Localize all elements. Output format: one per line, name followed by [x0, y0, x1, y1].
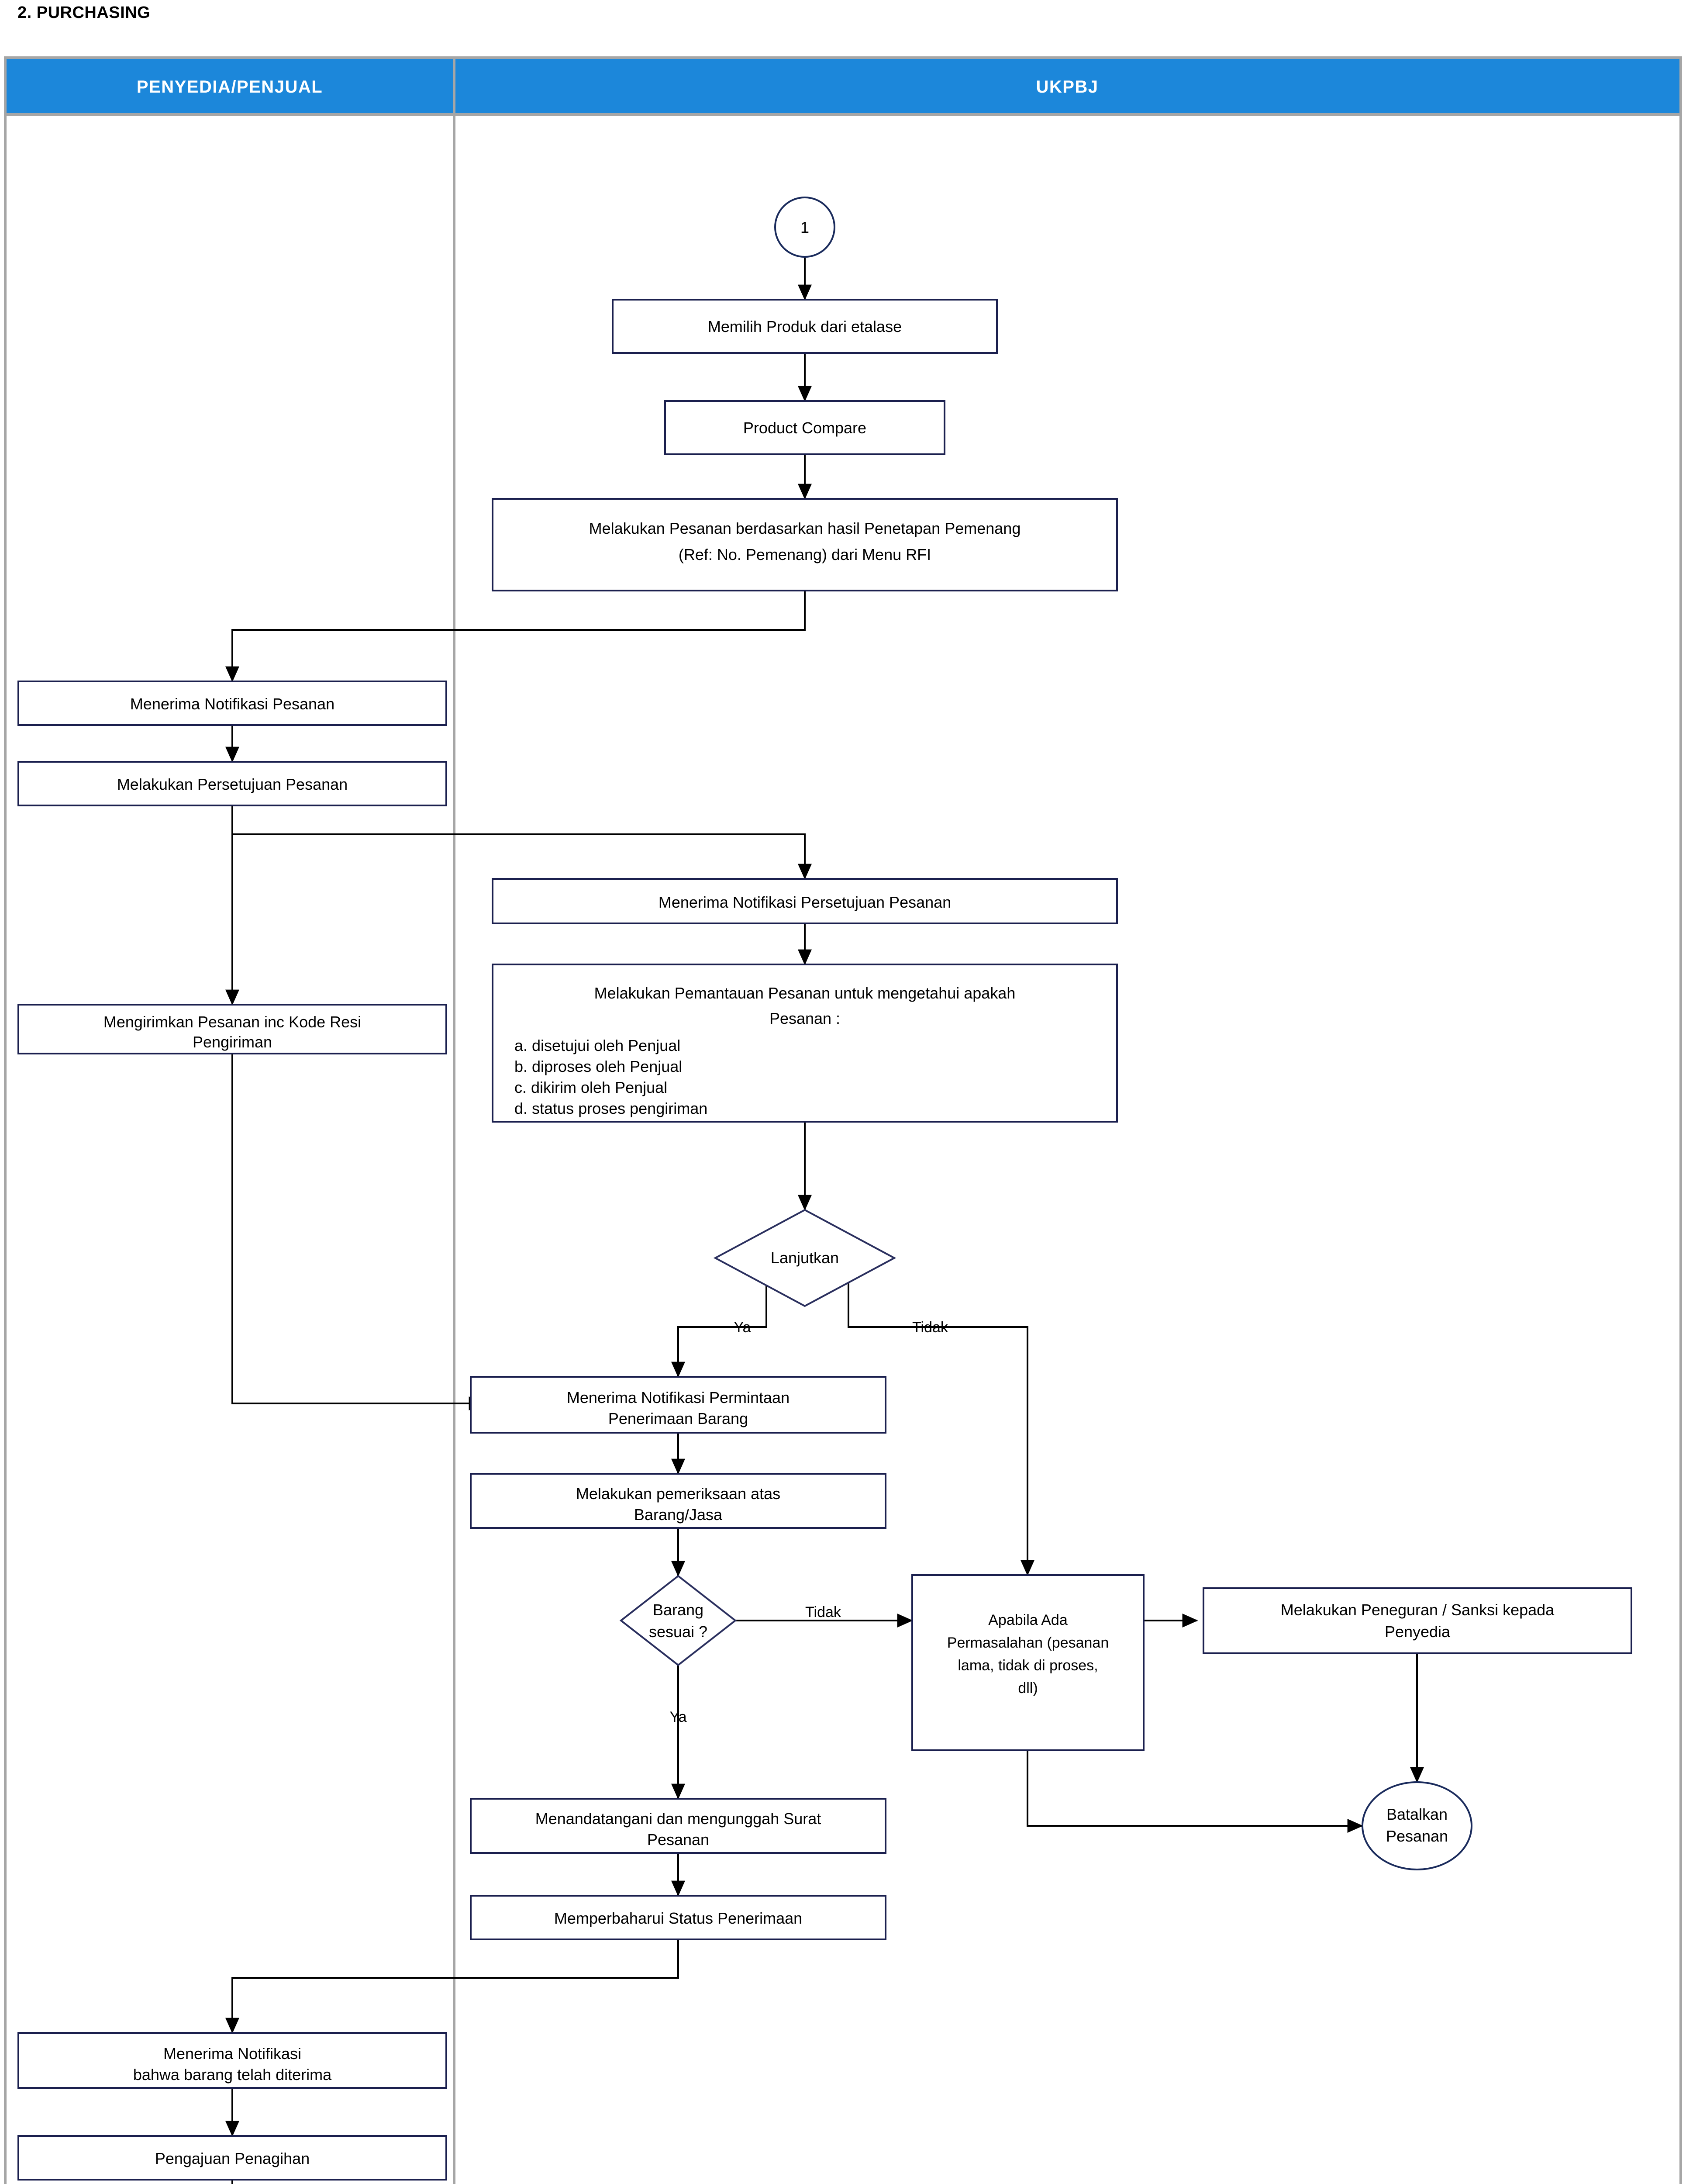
- melakukan-pesanan-box: [492, 498, 1118, 591]
- menerima-notif-pesanan-box: [17, 681, 447, 726]
- mengirimkan-pesanan-line2: Pengiriman: [193, 1033, 272, 1051]
- node-product-compare[interactable]: Product Compare: [664, 400, 945, 455]
- apabila-ada-line2: Permasalahan (pesanan: [947, 1635, 1109, 1651]
- menerima-notif-pesanan-label: Menerima Notifikasi Pesanan: [130, 695, 334, 713]
- edge-pesanan-to-notif: [225, 591, 806, 682]
- barang-sesuai-diamond: [619, 1575, 737, 1666]
- batalkan-line1: Batalkan: [1386, 1805, 1448, 1823]
- menandatangani-line1: Menandatangani dan mengunggah Surat: [535, 1810, 821, 1828]
- notif-permintaan-box: [470, 1376, 886, 1434]
- node-apabila-ada-permasalahan[interactable]: Apabila Ada Permasalahan (pesanan lama, …: [911, 1574, 1145, 1751]
- lanjutkan-label: Lanjutkan: [771, 1249, 839, 1267]
- node-decision-barang-sesuai[interactable]: Barang sesuai ?: [619, 1575, 737, 1666]
- lane-header-label-penyedia: PENYEDIA/PENJUAL: [137, 77, 323, 97]
- node-peneguran-sanksi[interactable]: Melakukan Peneguran / Sanksi kepada Peny…: [1203, 1587, 1632, 1654]
- melakukan-persetujuan-pesanan-box: [17, 761, 447, 806]
- batalkan-line2: Pesanan: [1386, 1827, 1448, 1845]
- edge-label-lanjutkan-tidak: Tidak: [912, 1319, 948, 1336]
- pemeriksaan-line1: Melakukan pemeriksaan atas: [576, 1485, 780, 1503]
- pemantauan-item-a: a. disetujui oleh Penjual: [514, 1037, 680, 1054]
- melakukan-pesanan-line2: (Ref: No. Pemenang) dari Menu RFI: [679, 546, 931, 563]
- node-pemantauan-pesanan[interactable]: Melakukan Pemantauan Pesanan untuk menge…: [492, 964, 1118, 1123]
- memperbaharui-status-label: Memperbaharui Status Penerimaan: [554, 1909, 802, 1927]
- edge-apabila-to-batalkan: [1027, 1750, 1363, 1833]
- node-notif-barang-diterima[interactable]: Menerima Notifikasi bahwa barang telah d…: [17, 2032, 447, 2089]
- node-menerima-notif-pesanan[interactable]: Menerima Notifikasi Pesanan: [17, 681, 447, 726]
- pengajuan-penagihan-box: [17, 2135, 447, 2181]
- mengirimkan-pesanan-line1: Mengirimkan Pesanan inc Kode Resi: [103, 1013, 361, 1031]
- node-memilih-produk[interactable]: Memilih Produk dari etalase: [612, 299, 998, 354]
- pemeriksaan-barang-box: [470, 1473, 886, 1529]
- peneguran-line2: Penyedia: [1385, 1623, 1451, 1641]
- node-decision-lanjutkan[interactable]: Lanjutkan: [713, 1209, 896, 1307]
- edge-mengirimkan-to-permintaan: [231, 1054, 485, 1410]
- pengajuan-penagihan-label: Pengajuan Penagihan: [155, 2149, 310, 2167]
- notif-barang-line1: Menerima Notifikasi: [163, 2045, 301, 2063]
- start-connector-label: 1: [800, 218, 809, 236]
- edge-status-to-notifbarang: [225, 1939, 679, 2034]
- notif-barang-line2: bahwa barang telah diterima: [133, 2066, 332, 2084]
- pemantauan-item-d: d. status proses pengiriman: [514, 1099, 707, 1117]
- node-melakukan-pesanan[interactable]: Melakukan Pesanan berdasarkan hasil Pene…: [492, 498, 1118, 591]
- pemeriksaan-line2: Barang/Jasa: [634, 1506, 723, 1524]
- lane-header-ukpbj: [453, 56, 1682, 116]
- peneguran-line1: Melakukan Peneguran / Sanksi kepada: [1281, 1601, 1555, 1619]
- node-notif-permintaan-penerimaan[interactable]: Menerima Notifikasi Permintaan Penerimaa…: [470, 1376, 886, 1434]
- melakukan-pesanan-line1: Melakukan Pesanan berdasarkan hasil Pene…: [589, 519, 1021, 537]
- pemantauan-item-c: c. dikirim oleh Penjual: [514, 1078, 667, 1096]
- menandatangani-line2: Pesanan: [647, 1831, 709, 1849]
- notif-permintaan-line1: Menerima Notifikasi Permintaan: [567, 1389, 790, 1406]
- mengirimkan-pesanan-box: [17, 1004, 447, 1054]
- node-pengajuan-penagihan[interactable]: Pengajuan Penagihan: [17, 2135, 447, 2181]
- pemantauan-item-b: b. diproses oleh Penjual: [514, 1057, 682, 1075]
- node-memperbaharui-status-penerimaan[interactable]: Memperbaharui Status Penerimaan: [470, 1895, 886, 1940]
- barang-sesuai-line2: sesuai ?: [649, 1623, 707, 1641]
- edge-lanjutkan-tidak: [848, 1258, 1034, 1576]
- apabila-ada-line3: lama, tidak di proses,: [958, 1657, 1098, 1674]
- notif-persetujuan-pesanan-label: Menerima Notifikasi Persetujuan Pesanan: [659, 893, 951, 911]
- lane-header-label-ukpbj: UKPBJ: [1036, 77, 1098, 97]
- edge-label-lanjutkan-ya: Ya: [734, 1319, 751, 1336]
- swimlane-flowchart: PENYEDIA/PENJUAL UKPBJ: [0, 52, 1686, 2184]
- barang-sesuai-line1: Barang: [653, 1601, 703, 1619]
- pemantauan-line2: Pesanan :: [769, 1009, 840, 1027]
- node-mengirimkan-pesanan[interactable]: Mengirimkan Pesanan inc Kode Resi Pengir…: [17, 1004, 447, 1054]
- edge-lanjutkan-ya: [671, 1258, 767, 1378]
- menandatangani-surat-box: [470, 1798, 886, 1854]
- notif-persetujuan-pesanan-box: [492, 878, 1118, 924]
- product-compare-label: Product Compare: [743, 419, 866, 437]
- memilih-produk-label: Memilih Produk dari etalase: [708, 318, 902, 335]
- start-connector-shape: [774, 197, 835, 258]
- apabila-ada-line4: dll): [1018, 1680, 1038, 1697]
- edge-label-barang-ya: Ya: [669, 1709, 686, 1725]
- lanjutkan-diamond: [713, 1209, 896, 1307]
- apabila-ada-line1: Apabila Ada: [988, 1612, 1068, 1628]
- melakukan-persetujuan-pesanan-label: Melakukan Persetujuan Pesanan: [117, 775, 348, 793]
- pemantauan-pesanan-box: [492, 964, 1118, 1123]
- edge-label-barang-tidak: Tidak: [805, 1604, 841, 1621]
- memperbaharui-status-box: [470, 1895, 886, 1940]
- product-compare-box: [664, 400, 945, 455]
- node-pemeriksaan-barang[interactable]: Melakukan pemeriksaan atas Barang/Jasa: [470, 1473, 886, 1529]
- node-menandatangani-surat[interactable]: Menandatangani dan mengunggah Surat Pesa…: [470, 1798, 886, 1854]
- node-melakukan-persetujuan-pesanan[interactable]: Melakukan Persetujuan Pesanan: [17, 761, 447, 806]
- apabila-ada-box: [911, 1574, 1145, 1751]
- peneguran-sanksi-box: [1203, 1587, 1632, 1654]
- lane-body-penyedia: [4, 56, 455, 2184]
- pemantauan-line1: Melakukan Pemantauan Pesanan untuk menge…: [594, 984, 1016, 1002]
- node-start-connector[interactable]: 1: [774, 197, 835, 258]
- page-title: 2. PURCHASING: [17, 3, 151, 22]
- notif-permintaan-line2: Penerimaan Barang: [608, 1410, 748, 1427]
- node-notif-persetujuan-pesanan[interactable]: Menerima Notifikasi Persetujuan Pesanan: [492, 878, 1118, 924]
- batalkan-pesanan-shape: [1362, 1781, 1472, 1870]
- lane-header-penyedia: [4, 56, 455, 116]
- notif-barang-diterima-box: [17, 2032, 447, 2089]
- memilih-produk-box: [612, 299, 998, 354]
- node-batalkan-pesanan[interactable]: Batalkan Pesanan: [1362, 1781, 1472, 1870]
